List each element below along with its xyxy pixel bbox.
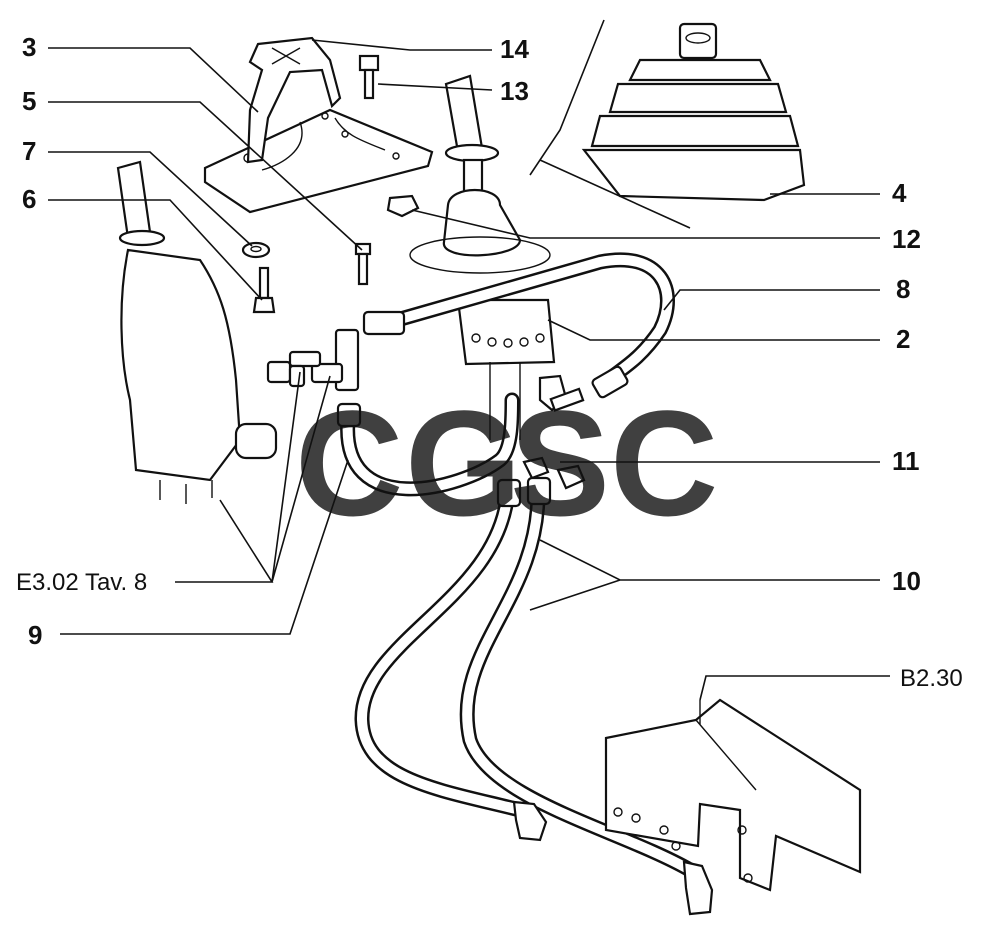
callout-9: 9	[28, 620, 42, 650]
tee-fitting	[310, 328, 360, 392]
bolt-13	[358, 54, 380, 100]
frame-b230	[604, 698, 862, 892]
elbow-fitting	[538, 374, 585, 412]
reference-labels: E3.02 Tav. 8 B2.30	[16, 569, 963, 692]
callout-7: 7	[22, 136, 36, 166]
callout-13: 13	[500, 76, 529, 106]
washer-7	[241, 241, 271, 259]
callout-2: 2	[896, 324, 910, 354]
callout-11: 11	[892, 446, 920, 476]
elbow-left	[266, 350, 322, 388]
callout-4: 4	[892, 178, 907, 208]
control-lever-assembly	[116, 160, 278, 504]
bolt-plate	[354, 242, 372, 286]
hose-9	[336, 392, 520, 497]
bolt-6	[252, 266, 276, 314]
cross-bracket	[246, 36, 342, 164]
reference-e302: E3.02 Tav. 8	[16, 569, 147, 596]
callout-14: 14	[500, 34, 529, 64]
callout-8: 8	[896, 274, 910, 304]
callout-6: 6	[22, 184, 36, 214]
watermark-letter-2: G	[405, 379, 522, 547]
leader-lines	[48, 19, 890, 701]
hose-8	[362, 252, 675, 399]
hoses-10	[354, 476, 714, 916]
rubber-boot	[581, 22, 806, 202]
nuts-11	[522, 456, 586, 490]
joystick-valve	[409, 74, 556, 440]
callout-3: 3	[22, 32, 36, 62]
nut-lever	[386, 194, 420, 218]
watermark-letter-3: S	[510, 379, 610, 547]
watermark-letter-1: C	[295, 379, 403, 547]
reference-b230: B2.30	[900, 665, 963, 692]
callout-labels: 3 5 7 6 14 13 4 12 8 2 11 10 9	[22, 32, 921, 650]
callout-5: 5	[22, 86, 36, 116]
callout-10: 10	[892, 566, 921, 596]
watermark-letter-4: C	[610, 379, 718, 547]
callout-12: 12	[892, 224, 921, 254]
watermark: C G S C	[295, 379, 718, 547]
